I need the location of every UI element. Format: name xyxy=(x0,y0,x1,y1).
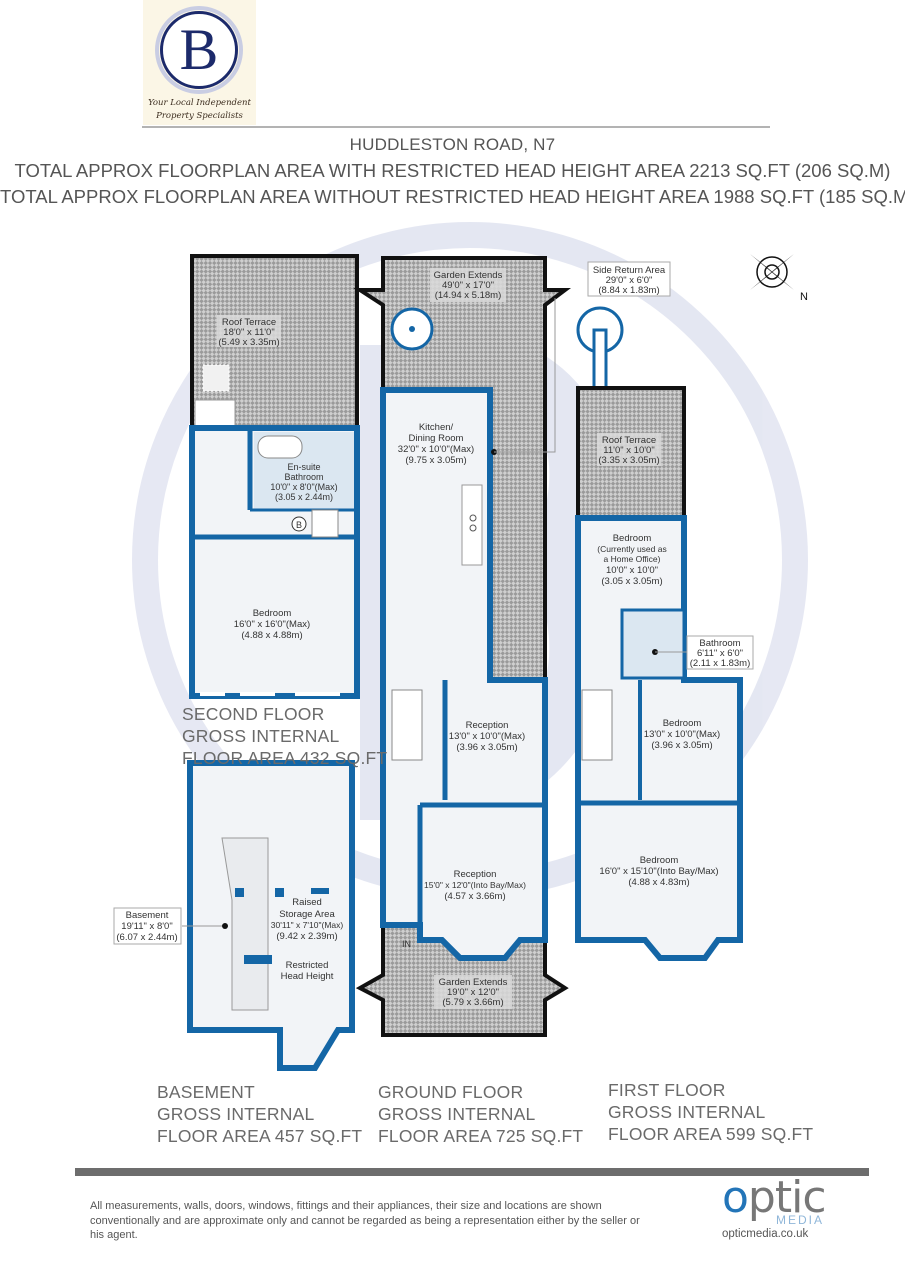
svg-text:Reception: Reception xyxy=(454,869,497,880)
svg-text:13'0" x 10'0"(Max): 13'0" x 10'0"(Max) xyxy=(449,731,525,742)
svg-text:(4.88 x 4.88m): (4.88 x 4.88m) xyxy=(241,630,302,641)
room-label-reception-front: Reception 15'0" x 12'0"(Into Bay/Max) (4… xyxy=(424,869,526,902)
svg-text:Reception: Reception xyxy=(466,720,509,731)
room-label-second-bedroom: Bedroom 16'0" x 16'0"(Max) (4.88 x 4.88m… xyxy=(234,608,310,641)
svg-text:Bathroom: Bathroom xyxy=(284,472,323,482)
svg-text:(3.35 x 3.05m): (3.35 x 3.05m) xyxy=(598,455,659,466)
svg-text:(5.79 x 3.66m): (5.79 x 3.66m) xyxy=(442,997,503,1008)
svg-text:a Home Office): a Home Office) xyxy=(603,554,660,564)
optic-media-sub: MEDIA xyxy=(776,1213,825,1227)
second-floor-area-label: SECOND FLOOR GROSS INTERNAL FLOOR AREA 4… xyxy=(182,704,388,768)
svg-text:Bedroom: Bedroom xyxy=(640,855,679,866)
svg-text:15'0" x 12'0"(Into Bay/Max): 15'0" x 12'0"(Into Bay/Max) xyxy=(424,880,526,890)
svg-text:Roof Terrace: Roof Terrace xyxy=(222,317,276,328)
logo-letter: B xyxy=(160,11,238,89)
room-label-reception-rear: Reception 13'0" x 10'0"(Max) (3.96 x 3.0… xyxy=(449,720,525,753)
first-floor-plan xyxy=(575,306,743,961)
room-label-bathroom: Bathroom 6'11" x 6'0" (2.11 x 1.83m) xyxy=(686,635,754,670)
room-label-second-roof-terrace: Roof Terrace 18'0" x 11'0" (5.49 x 3.35m… xyxy=(217,315,281,348)
logo-tagline-1: Your Local Independent xyxy=(148,98,251,108)
room-label-garden-front: Garden Extends 19'0" x 12'0" (5.79 x 3.6… xyxy=(434,975,512,1009)
svg-text:(14.94 x 5.18m): (14.94 x 5.18m) xyxy=(435,290,502,301)
room-label-basement: Basement 19'11" x 8'0" (6.07 x 2.44m) xyxy=(113,907,182,945)
svg-text:Garden Extends: Garden Extends xyxy=(434,270,503,281)
room-label-side-return: Side Return Area 29'0" x 6'0" (8.84 x 1.… xyxy=(587,261,671,297)
svg-text:(3.05 x 3.05m): (3.05 x 3.05m) xyxy=(601,576,662,587)
svg-text:(2.11 x 1.83m): (2.11 x 1.83m) xyxy=(690,658,751,669)
footer-divider xyxy=(75,1168,869,1176)
svg-text:10'0" x 10'0": 10'0" x 10'0" xyxy=(606,565,658,576)
total-area-with-restricted: TOTAL APPROX FLOORPLAN AREA WITH RESTRIC… xyxy=(14,160,891,181)
agent-logo: B Your Local Independent Property Specia… xyxy=(143,0,256,125)
room-label-home-office: Bedroom (Currently used as a Home Office… xyxy=(597,533,666,587)
total-area-without-restricted: TOTAL APPROX FLOORPLAN AREA WITHOUT REST… xyxy=(0,186,905,207)
svg-text:6'11" x 6'0": 6'11" x 6'0" xyxy=(697,648,743,659)
svg-text:Bedroom: Bedroom xyxy=(253,608,292,619)
svg-text:29'0" x 6'0": 29'0" x 6'0" xyxy=(606,275,653,286)
compass-north-label: N xyxy=(800,291,808,303)
svg-text:(9.42 x 2.39m): (9.42 x 2.39m) xyxy=(276,931,337,942)
ground-floor-area-label: GROUND FLOOR GROSS INTERNAL FLOOR AREA 7… xyxy=(378,1082,584,1146)
svg-text:Kitchen/: Kitchen/ xyxy=(419,422,454,433)
room-label-first-bedroom-front: Bedroom 16'0" x 15'10"(Into Bay/Max) (4.… xyxy=(599,855,718,888)
header-divider xyxy=(142,126,770,128)
svg-text:(3.96 x 3.05m): (3.96 x 3.05m) xyxy=(456,742,517,753)
svg-text:(9.75 x 3.05m): (9.75 x 3.05m) xyxy=(405,455,466,466)
optic-wordmark: optic xyxy=(722,1172,827,1223)
room-label-garden-rear: Garden Extends 49'0" x 17'0" (14.94 x 5.… xyxy=(430,268,506,302)
basement-plan xyxy=(182,760,355,1071)
optic-url: opticmedia.co.uk xyxy=(722,1228,809,1240)
svg-text:Bedroom: Bedroom xyxy=(613,533,652,544)
svg-text:Bathroom: Bathroom xyxy=(699,638,740,649)
svg-text:10'0" x 8'0"(Max): 10'0" x 8'0"(Max) xyxy=(270,482,337,492)
svg-text:B: B xyxy=(296,520,302,530)
svg-text:32'0" x 10'0"(Max): 32'0" x 10'0"(Max) xyxy=(398,444,474,455)
room-label-raised-storage: Raised Storage Area 30'11" x 7'10"(Max) … xyxy=(271,897,344,982)
svg-text:Bedroom: Bedroom xyxy=(663,718,702,729)
svg-text:(3.96 x 3.05m): (3.96 x 3.05m) xyxy=(651,740,712,751)
svg-text:Head Height: Head Height xyxy=(281,971,334,982)
svg-text:16'0" x 15'10"(Into Bay/Max): 16'0" x 15'10"(Into Bay/Max) xyxy=(599,866,718,877)
svg-text:Garden Extends: Garden Extends xyxy=(439,977,508,988)
svg-text:Basement: Basement xyxy=(126,910,169,921)
ground-floor-plan xyxy=(353,256,571,1037)
svg-text:Side Return Area: Side Return Area xyxy=(593,265,666,276)
property-address: HUDDLESTON ROAD, N7 xyxy=(349,135,556,154)
entrance-label: IN xyxy=(402,939,411,949)
disclaimer-text: All measurements, walls, doors, windows,… xyxy=(90,1200,640,1241)
svg-text:16'0" x 16'0"(Max): 16'0" x 16'0"(Max) xyxy=(234,619,310,630)
room-label-first-bedroom-rear: Bedroom 13'0" x 10'0"(Max) (3.96 x 3.05m… xyxy=(644,718,720,751)
room-label-kitchen: Kitchen/ Dining Room 32'0" x 10'0"(Max) … xyxy=(398,422,474,466)
svg-text:(5.49 x 3.35m): (5.49 x 3.35m) xyxy=(218,337,279,348)
svg-text:(4.88 x 4.83m): (4.88 x 4.83m) xyxy=(628,877,689,888)
svg-text:Raised: Raised xyxy=(292,897,322,908)
svg-text:(3.05 x 2.44m): (3.05 x 2.44m) xyxy=(275,492,333,502)
svg-text:30'11" x 7'10"(Max): 30'11" x 7'10"(Max) xyxy=(271,920,344,930)
logo-outer-ring xyxy=(155,6,243,94)
svg-text:(8.84 x 1.83m): (8.84 x 1.83m) xyxy=(598,285,659,296)
svg-text:11'0" x 10'0": 11'0" x 10'0" xyxy=(603,445,654,456)
svg-text:Storage Area: Storage Area xyxy=(279,909,335,920)
first-floor-area-label: FIRST FLOOR GROSS INTERNAL FLOOR AREA 59… xyxy=(608,1080,814,1144)
svg-text:19'0" x 12'0": 19'0" x 12'0" xyxy=(447,987,499,998)
svg-text:13'0" x 10'0"(Max): 13'0" x 10'0"(Max) xyxy=(644,729,720,740)
room-label-first-roof-terrace: Roof Terrace 11'0" x 10'0" (3.35 x 3.05m… xyxy=(597,433,661,466)
svg-text:Restricted: Restricted xyxy=(286,960,329,971)
svg-text:Dining Room: Dining Room xyxy=(409,433,464,444)
room-label-ensuite: En-suite Bathroom 10'0" x 8'0"(Max) (3.0… xyxy=(270,462,337,502)
compass-icon: N xyxy=(750,254,808,303)
svg-text:(Currently used as: (Currently used as xyxy=(597,544,666,554)
svg-text:(4.57 x 3.66m): (4.57 x 3.66m) xyxy=(444,891,505,902)
svg-text:19'11" x 8'0": 19'11" x 8'0" xyxy=(121,921,172,932)
basement-area-label: BASEMENT GROSS INTERNAL FLOOR AREA 457 S… xyxy=(157,1082,363,1146)
svg-text:En-suite: En-suite xyxy=(287,462,320,472)
svg-text:Roof Terrace: Roof Terrace xyxy=(602,435,656,446)
optic-media-logo: optic MEDIA opticmedia.co.uk xyxy=(700,1172,860,1250)
svg-text:18'0" x 11'0": 18'0" x 11'0" xyxy=(223,327,274,338)
logo-tagline-2: Property Specialists xyxy=(156,111,243,121)
svg-text:(6.07 x 2.44m): (6.07 x 2.44m) xyxy=(116,932,177,943)
svg-text:49'0" x 17'0": 49'0" x 17'0" xyxy=(442,280,494,291)
